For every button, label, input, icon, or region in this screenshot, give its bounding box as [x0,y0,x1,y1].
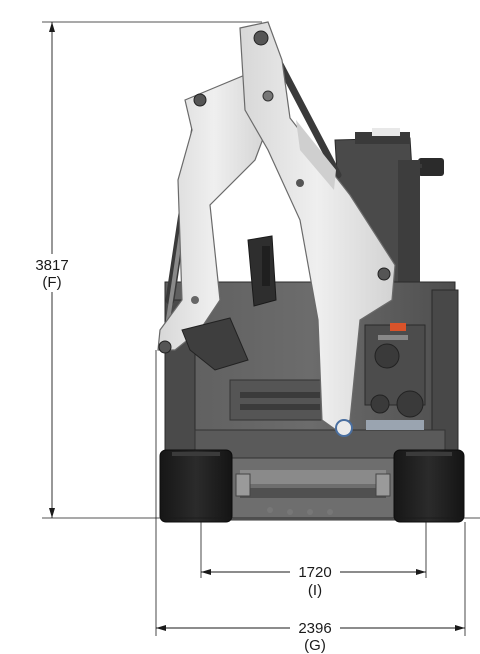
right-tyre [393,449,465,523]
dimension-track-width: 1720 (I) [200,522,427,599]
height-value: 3817 [35,257,68,274]
machine-illustration [157,21,465,523]
overall-width-code: (G) [304,637,326,654]
left-tyre [159,449,233,523]
chassis-body [164,281,459,521]
main-boom [239,21,396,437]
height-code: (F) [42,274,61,291]
track-width-value: 1720 [298,564,331,581]
overall-width-value: 2396 [298,620,331,637]
dimension-height: 3817 (F) [35,21,480,519]
track-width-code: (I) [308,582,322,599]
bucket-linkage [181,235,277,371]
dimension-overall-width: 2396 (G) [155,350,466,654]
